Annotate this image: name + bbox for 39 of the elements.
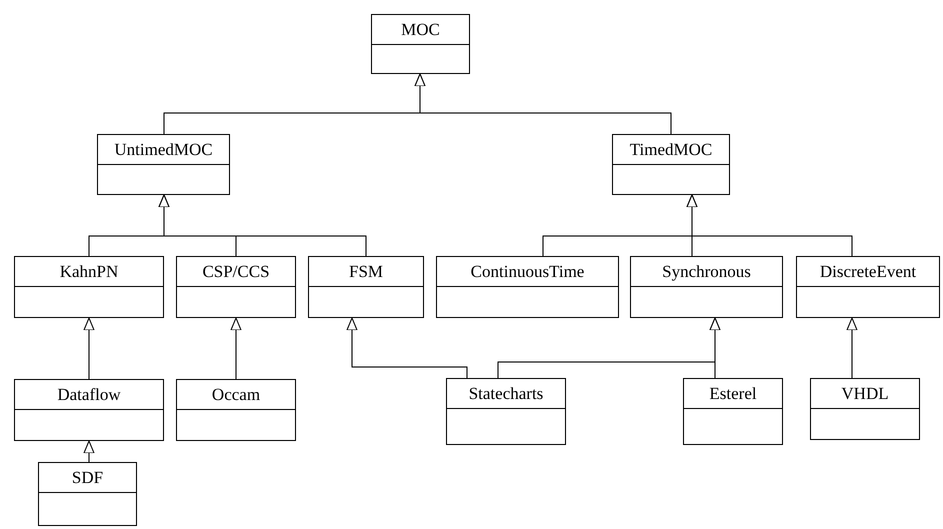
class-name: UntimedMOC <box>98 135 229 165</box>
class-box <box>14 379 164 441</box>
class-name: Esterel <box>684 379 782 409</box>
class-name: ContinuousTime <box>437 257 618 287</box>
class-name: Dataflow <box>15 380 163 410</box>
inheritance-arrow <box>84 318 94 380</box>
class-name: Statecharts <box>447 379 565 409</box>
class-name: SDF <box>39 463 136 493</box>
class-box <box>97 134 230 195</box>
class-box <box>176 256 296 318</box>
inheritance-arrow <box>846 318 858 378</box>
inheritance-arrow <box>346 318 468 378</box>
inheritance-arrow <box>710 318 720 378</box>
class-box <box>796 256 940 318</box>
class-name: CSP/CCS <box>177 257 295 287</box>
class-box <box>14 256 164 318</box>
class-box <box>612 134 730 195</box>
class-name: FSM <box>309 257 423 287</box>
class-name: VHDL <box>811 379 919 409</box>
class-box <box>371 14 470 74</box>
class-name: DiscreteEvent <box>797 257 939 287</box>
class-box <box>38 462 137 526</box>
class-name: Synchronous <box>631 257 782 287</box>
inheritance-arrow <box>158 194 366 256</box>
inheritance-arrow <box>230 318 242 380</box>
class-name: Occam <box>177 380 295 410</box>
class-box <box>630 256 783 318</box>
class-name: MOC <box>372 15 469 45</box>
class-box <box>176 379 296 441</box>
class-box <box>446 378 566 445</box>
inheritance-arrow <box>686 194 852 256</box>
class-box <box>308 256 424 318</box>
class-box <box>683 378 783 445</box>
inheritance-arrow <box>414 74 672 134</box>
class-name: KahnPN <box>15 257 163 287</box>
class-box <box>436 256 619 318</box>
class-name: TimedMOC <box>613 135 729 165</box>
class-box <box>810 378 920 440</box>
inheritance-arrow <box>84 440 94 462</box>
